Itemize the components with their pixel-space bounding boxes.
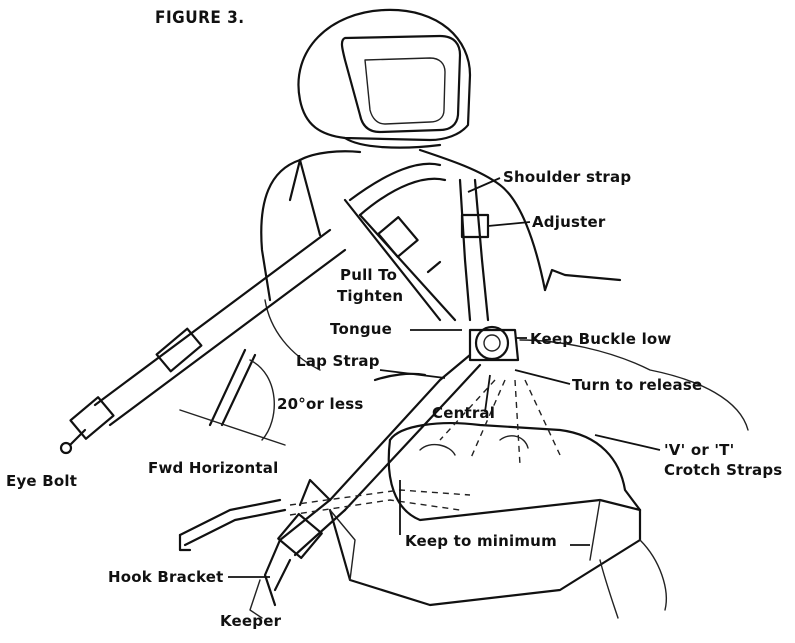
shoulder-strap-label: Shoulder strap — [503, 168, 631, 186]
keep-buckle-low-label: Keep Buckle low — [530, 330, 672, 348]
crotch-straps-label-2: Crotch Straps — [664, 461, 782, 479]
fwd-horizontal-label: Fwd Horizontal — [148, 459, 278, 477]
figure-title: FIGURE 3. — [155, 8, 245, 28]
angle-label: 20°or less — [277, 395, 363, 413]
eye-bolt-label: Eye Bolt — [6, 472, 77, 490]
pull-to-tighten-label-2: Tighten — [337, 287, 403, 305]
seat — [330, 423, 666, 618]
central-label: Central — [432, 404, 495, 422]
tongue-label: Tongue — [330, 320, 392, 338]
crotch-straps-label-1: 'V' or 'T' — [664, 441, 734, 459]
hook-bracket-label: Hook Bracket — [108, 568, 224, 586]
angle-indicator — [180, 350, 285, 445]
helmet — [298, 10, 470, 148]
keeper-label: Keeper — [220, 612, 281, 630]
turn-to-release-label: Turn to release — [572, 376, 702, 394]
lap-strap-label: Lap Strap — [296, 352, 380, 370]
buckle — [470, 327, 518, 360]
adjuster-label: Adjuster — [532, 213, 605, 231]
pull-to-tighten-label-1: Pull To — [340, 266, 397, 284]
keep-to-minimum-label: Keep to minimum — [405, 532, 557, 550]
